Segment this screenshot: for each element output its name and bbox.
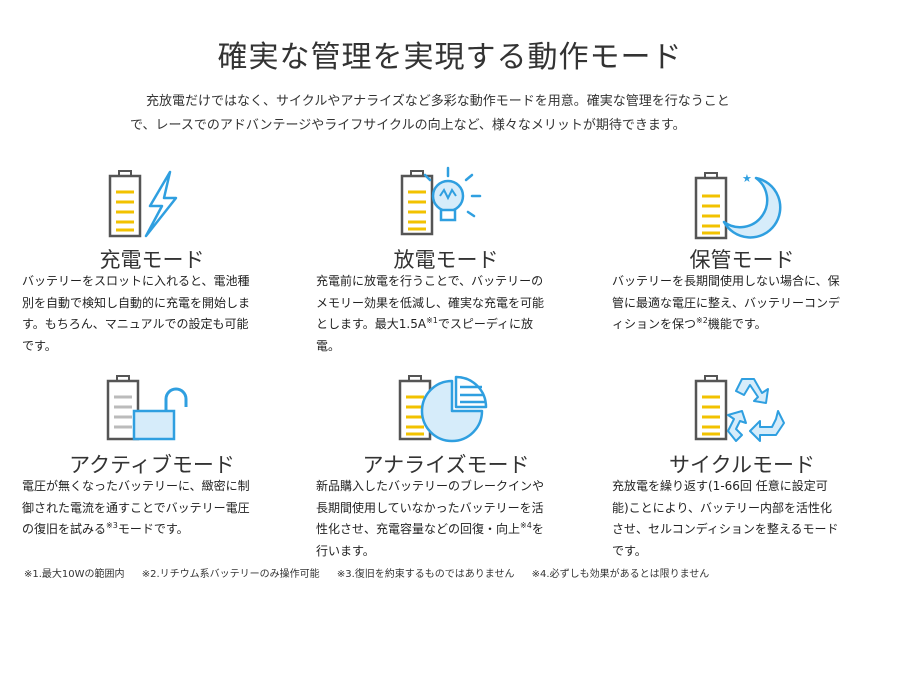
footnote: ※1.最大10Wの範囲内 bbox=[24, 569, 125, 580]
desc-line: 管に最適な電圧に整え、バッテリーコンデ bbox=[612, 295, 841, 310]
desc-line: 長期間使用していなかったバッテリーを活 bbox=[316, 500, 544, 515]
battery-unlock-icon bbox=[106, 375, 188, 441]
mode-description: 電圧が無くなったバッテリーに、緻密に制 御された電流を通すことでバッテリー電圧 … bbox=[22, 476, 280, 541]
desc-line: バッテリーを長期間使用しない場合に、保 bbox=[612, 274, 840, 288]
desc-line: 行います。 bbox=[316, 543, 375, 558]
mode-description: バッテリーをスロットに入れると、電池種 別を自動で検知し自動的に充電を開始しま … bbox=[22, 271, 280, 357]
desc-line: 充放電を繰り返す(1-66回 任意に設定可 bbox=[612, 479, 828, 493]
desc-line: 性化させ、充電容量などの回復・向上※4を bbox=[316, 519, 574, 541]
battery-recycle-icon bbox=[694, 375, 785, 442]
desc-line: 能)ことにより、バッテリー内部を活性化 bbox=[612, 500, 832, 515]
desc-text: とします。最大1.5A bbox=[316, 317, 427, 331]
footnote-marker: ※2 bbox=[696, 316, 708, 325]
intro-line-2: で、レースでのアドバンテージやライフサイクルの向上など、様々なメリットが期待でき… bbox=[130, 118, 686, 133]
desc-text: の復旧を試みる bbox=[22, 522, 107, 536]
battery-piechart-icon bbox=[398, 375, 488, 443]
mode-description: 充放電を繰り返す(1-66回 任意に設定可 能)ことにより、バッテリー内部を活性… bbox=[612, 476, 870, 562]
footnote: ※2.リチウム系バッテリーのみ操作可能 bbox=[141, 569, 320, 580]
desc-line: 電圧が無くなったバッテリーに、緻密に制 bbox=[22, 479, 250, 493]
mode-description: 新品購入したバッテリーのブレークインや 長期間使用していなかったバッテリーを活 … bbox=[316, 476, 574, 562]
desc-line: の復旧を試みる※3モードです。 bbox=[22, 519, 280, 541]
battery-lightbulb-icon bbox=[400, 166, 482, 236]
mode-name: アクティブモード bbox=[69, 453, 235, 477]
desc-text: 性化させ、充電容量などの回復・向上 bbox=[316, 522, 521, 536]
desc-text: 機能です。 bbox=[707, 317, 767, 331]
desc-text: を bbox=[531, 522, 544, 536]
intro-text: 充放電だけではなく、サイクルやアナライズなど多彩な動作モードを用意。確実な管理を… bbox=[130, 90, 780, 138]
battery-lightning-icon bbox=[108, 170, 178, 238]
mode-description: 充電前に放電を行うことで、バッテリーの メモリー効果を低減し、確実な充電を可能 … bbox=[316, 271, 574, 357]
mode-name: サイクルモード bbox=[669, 453, 815, 477]
footnote: ※4.必ずしも効果があるとは限りません bbox=[531, 569, 710, 580]
desc-line: 新品購入したバッテリーのブレークインや bbox=[316, 479, 545, 493]
desc-line: です。 bbox=[612, 543, 647, 558]
desc-line: す。もちろん、マニュアルでの設定も可能 bbox=[22, 317, 249, 331]
page-title: 確実な管理を実現する動作モード bbox=[217, 40, 683, 75]
mode-name: 保管モード bbox=[689, 248, 795, 272]
mode-name: 充電モード bbox=[99, 248, 205, 272]
footnote: ※3.復旧を約束するものではありません bbox=[336, 569, 515, 580]
footnote-marker: ※1 bbox=[426, 316, 438, 325]
desc-line: ィションを保つ※2機能です。 bbox=[612, 314, 870, 336]
svg-text:★: ★ bbox=[742, 172, 752, 185]
desc-line: バッテリーをスロットに入れると、電池種 bbox=[22, 274, 250, 288]
intro-line-1: 充放電だけではなく、サイクルやアナライズなど多彩な動作モードを用意。確実な管理を… bbox=[146, 94, 730, 109]
battery-moon-icon: ★ bbox=[694, 172, 782, 240]
mode-description: バッテリーを長期間使用しない場合に、保 管に最適な電圧に整え、バッテリーコンデ … bbox=[612, 271, 870, 336]
desc-text: モードです。 bbox=[117, 522, 189, 536]
desc-text: でスピーディに放 bbox=[437, 317, 534, 331]
footnotes: ※1.最大10Wの範囲内 ※2.リチウム系バッテリーのみ操作可能 ※3.復旧を約… bbox=[24, 565, 723, 580]
desc-line: 別を自動で検知し自動的に充電を開始しま bbox=[22, 295, 251, 310]
footnote-marker: ※3 bbox=[106, 521, 118, 530]
desc-text: ィションを保つ bbox=[612, 317, 697, 331]
desc-line: です。 bbox=[22, 338, 57, 353]
footnote-marker: ※4 bbox=[520, 521, 532, 530]
mode-name: 放電モード bbox=[393, 248, 499, 272]
desc-line: とします。最大1.5A※1でスピーディに放 bbox=[316, 314, 574, 336]
desc-line: させ、セルコンディションを整えるモード bbox=[612, 522, 839, 536]
desc-line: 御された電流を通すことでバッテリー電圧 bbox=[22, 500, 250, 515]
desc-line: 電。 bbox=[316, 338, 341, 353]
mode-name: アナライズモード bbox=[362, 453, 530, 477]
desc-line: メモリー効果を低減し、確実な充電を可能 bbox=[316, 295, 545, 310]
desc-line: 充電前に放電を行うことで、バッテリーの bbox=[316, 274, 544, 288]
